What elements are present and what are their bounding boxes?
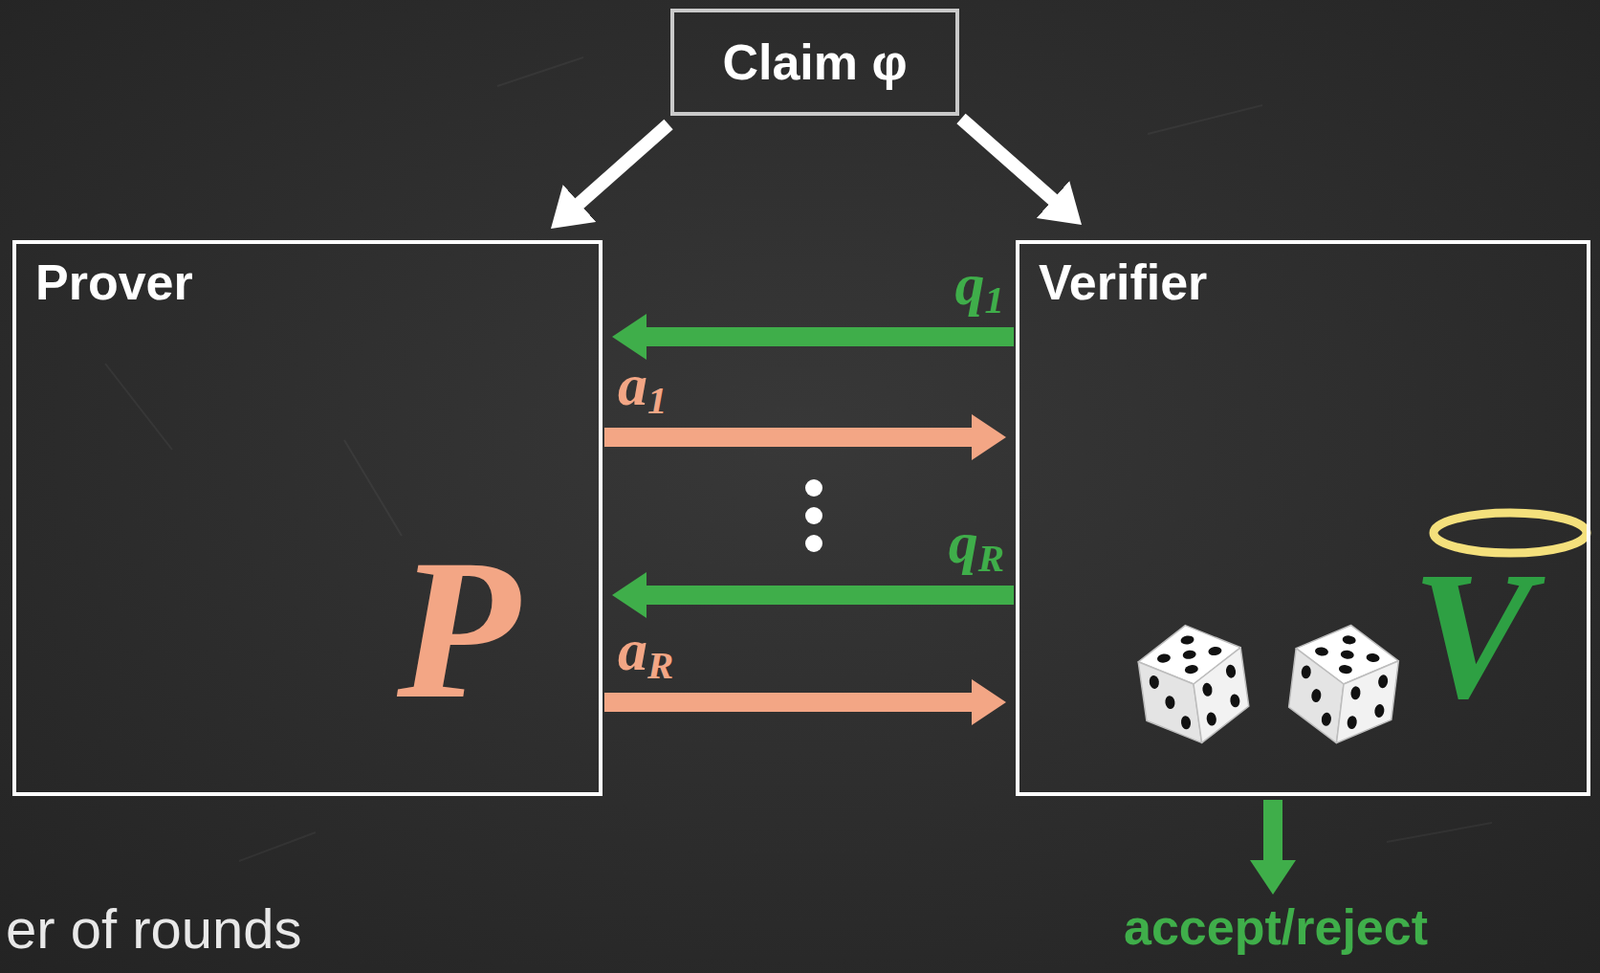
box-title: Verifier (1038, 253, 1207, 311)
die-icon (1285, 618, 1403, 749)
message-label: q1 (955, 251, 1005, 322)
output-label: accept/reject (1123, 898, 1428, 957)
die-icon (1134, 617, 1253, 750)
message-label: a1 (617, 351, 667, 422)
arrow-connector (604, 692, 973, 712)
arrow-connector (604, 427, 973, 447)
claim-text: Claim φ (722, 33, 907, 91)
prover-symbol: P (396, 513, 520, 745)
label-holder: qR (948, 509, 1005, 580)
ellipsis-dots (805, 479, 823, 552)
arrow-connector (645, 327, 1014, 347)
message-label: qR (948, 509, 1005, 580)
arrow-connector (645, 585, 1014, 605)
output-arrow (1263, 799, 1283, 861)
label-holder: aR (617, 616, 674, 687)
prover-box: ProverP (12, 240, 603, 796)
arrow-connector (961, 118, 1054, 200)
verifier-symbol: V (1411, 530, 1534, 740)
arrow-connector (578, 124, 669, 204)
label-holder: er of rounds (5, 897, 303, 962)
claim-box: Claim φ (670, 8, 960, 116)
label-holder: a1 (617, 351, 667, 422)
box-title: Prover (35, 253, 194, 311)
label-holder: q1 (955, 251, 1005, 322)
message-label: aR (617, 616, 674, 687)
bullet-text: er of rounds (5, 897, 303, 962)
chalk-scratches (105, 57, 1492, 861)
verifier-box: VerifierV (1015, 240, 1591, 796)
label-holder: accept/reject (1123, 898, 1428, 957)
